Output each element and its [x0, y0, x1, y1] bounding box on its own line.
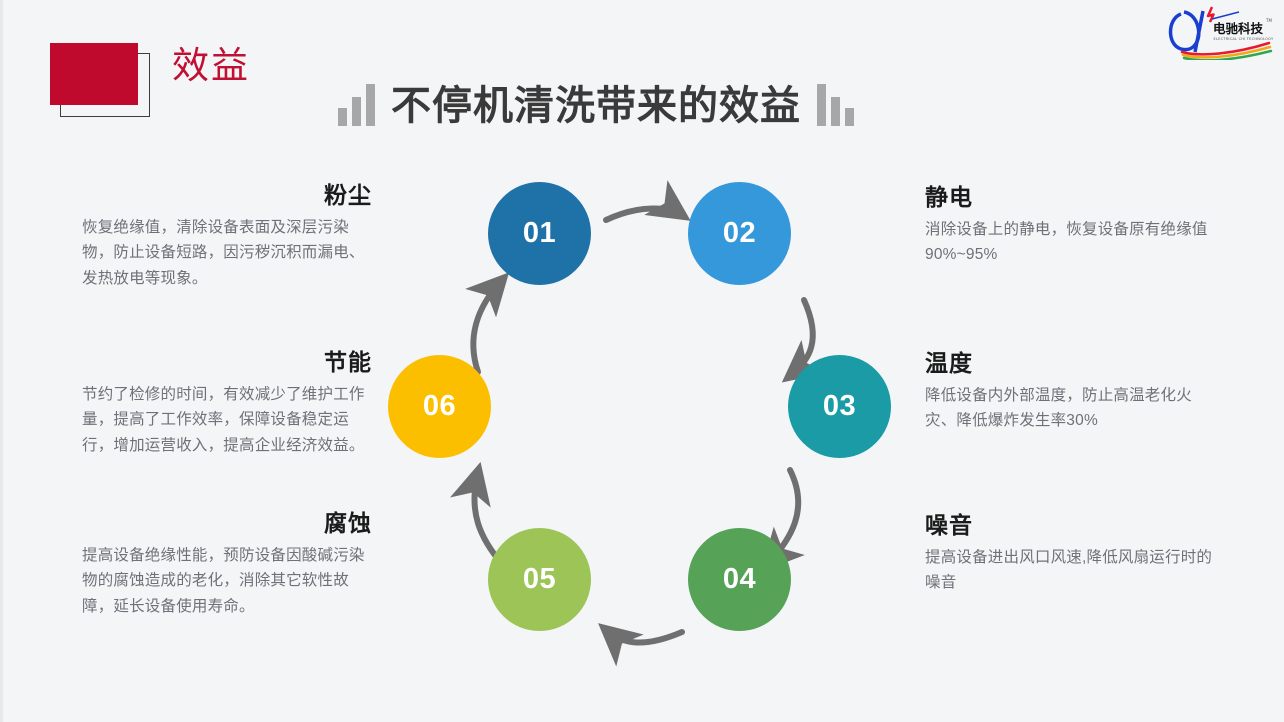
cycle-node-02[interactable]: 02 — [688, 182, 791, 285]
cycle-node-06[interactable]: 06 — [388, 355, 491, 458]
cycle-node-03-number: 03 — [822, 390, 857, 422]
cycle-node-04-number: 04 — [722, 563, 757, 595]
svg-text:电驰科技: 电驰科技 — [1213, 21, 1264, 36]
bar-chart-ascending-icon — [338, 84, 375, 126]
cycle-node-04[interactable]: 04 — [688, 528, 791, 631]
benefit-title-temperature: 温度 — [925, 350, 973, 376]
benefit-title-dust: 粉尘 — [324, 182, 372, 208]
badge-red-square — [50, 43, 138, 105]
svg-text:TM: TM — [1265, 18, 1272, 23]
cycle-node-05[interactable]: 05 — [488, 528, 591, 631]
benefit-body-corrosion: 提高设备绝缘性能，预防设备因酸碱污染物的腐蚀造成的老化，消除其它软性故障，延长设… — [82, 547, 365, 615]
slide-title-row: 不停机清洗带来的效益 — [338, 64, 854, 126]
dianchi-technology-logo: 电驰科技 ELECTRICAL CHI TECHNOLOGY TM — [1164, 4, 1276, 62]
benefit-block-corrosion: 腐蚀 提高设备绝缘性能，预防设备因酸碱污染物的腐蚀造成的老化，消除其它软性故障，… — [82, 510, 372, 619]
benefit-block-temperature: 温度 降低设备内外部温度，防止高温老化火灾、降低爆炸发生率30% — [925, 350, 1215, 434]
svg-text:ELECTRICAL CHI TECHNOLOGY: ELECTRICAL CHI TECHNOLOGY — [1214, 37, 1274, 41]
page-title: 不停机清洗带来的效益 — [391, 84, 801, 128]
cycle-node-01-number: 01 — [522, 217, 557, 249]
cycle-node-03[interactable]: 03 — [788, 355, 891, 458]
benefit-body-energy: 节约了检修的时间，有效减少了维护工作量，提高了工作效率，保障设备稳定运行，增加运… — [82, 386, 365, 454]
section-badge — [50, 43, 155, 121]
benefit-title-energy: 节能 — [324, 349, 372, 375]
benefit-block-dust: 粉尘 恢复绝缘值，清除设备表面及深层污染物，防止设备短路，因污秽沉积而漏电、发热… — [82, 182, 372, 291]
benefit-body-temperature: 降低设备内外部温度，防止高温老化火灾、降低爆炸发生率30% — [925, 387, 1192, 430]
cycle-node-02-number: 02 — [722, 217, 757, 249]
bar-chart-descending-icon — [817, 84, 854, 126]
benefit-body-static: 消除设备上的静电，恢复设备原有绝缘值90%~95% — [925, 221, 1208, 264]
benefit-block-energy: 节能 节约了检修的时间，有效减少了维护工作量，提高了工作效率，保障设备稳定运行，… — [82, 349, 372, 458]
benefit-block-static: 静电 消除设备上的静电，恢复设备原有绝缘值90%~95% — [925, 184, 1215, 268]
benefit-block-noise: 噪音 提高设备进出风口风速,降低风扇运行时的噪音 — [925, 512, 1215, 596]
cycle-node-06-number: 06 — [422, 390, 457, 422]
benefit-title-noise: 噪音 — [925, 512, 973, 538]
cycle-node-01[interactable]: 01 — [488, 182, 591, 285]
benefit-body-noise: 提高设备进出风口风速,降低风扇运行时的噪音 — [925, 549, 1213, 592]
benefit-title-corrosion: 腐蚀 — [324, 510, 372, 536]
section-badge-label: 效益 — [172, 45, 250, 86]
benefits-cycle-diagram: 01 02 03 04 05 06 — [370, 160, 920, 680]
benefit-body-dust: 恢复绝缘值，清除设备表面及深层污染物，防止设备短路，因污秽沉积而漏电、发热放电等… — [82, 219, 365, 287]
cycle-node-05-number: 05 — [522, 563, 557, 595]
left-edge-rule — [0, 0, 3, 722]
benefit-title-static: 静电 — [925, 184, 973, 210]
